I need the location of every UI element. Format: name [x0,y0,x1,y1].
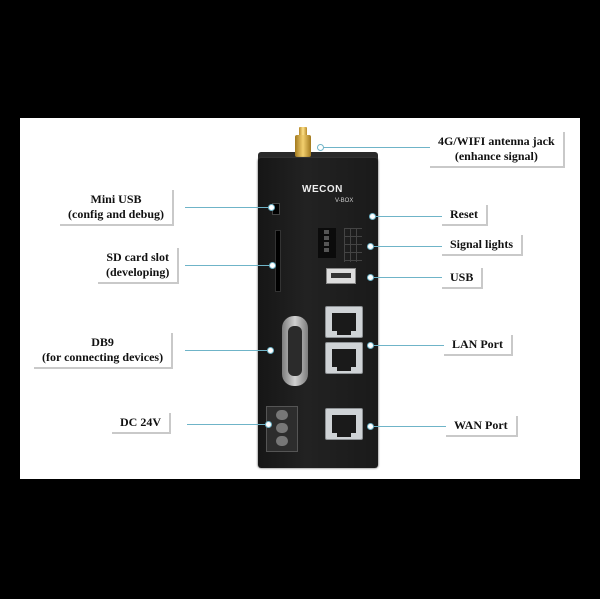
db9-line [185,350,270,351]
usb-line [370,277,442,278]
dc-label: DC 24V [112,413,171,434]
signal-lights-grid [344,228,362,262]
mini-usb-label-line2: (config and debug) [68,207,165,221]
dc-dot [265,421,272,428]
signal-line [370,246,442,247]
power-terminal [266,406,298,452]
usb-label: USB [442,268,484,289]
antenna-label: 4G/WIFI antenna jack (enhance signal) [430,132,565,168]
lan-line [370,345,444,346]
lan-port-2 [325,342,363,374]
sd-line [185,265,272,266]
antenna-dot [317,144,324,151]
mini-usb-line [185,207,271,208]
sd-card-label-line2: (developing) [106,265,170,279]
wan-dot [367,423,374,430]
lan-port-label: LAN Port [444,335,513,356]
sd-card-slot [275,230,281,292]
reset-line [372,216,442,217]
reset-label: Reset [442,205,488,226]
wan-port-label: WAN Port [446,416,518,437]
antenna-tip [299,127,307,137]
usb-dot [367,274,374,281]
db9-label-line2: (for connecting devices) [42,350,164,364]
db9-label: DB9 (for connecting devices) [34,333,174,369]
antenna-label-line1: 4G/WIFI antenna jack [438,134,555,148]
db9-label-line1: DB9 [91,335,114,349]
reset-dot [369,213,376,220]
dc-line [187,424,267,425]
antenna-line [320,147,430,148]
sd-card-label-line1: SD card slot [106,250,169,264]
db9-dot [267,347,274,354]
antenna-label-line2: (enhance signal) [454,149,538,163]
lan-port-1 [325,306,363,338]
mini-usb-label-line1: Mini USB [90,192,142,206]
usb-port [326,268,356,284]
device-top [258,152,378,162]
model-label: V-BOX [335,198,354,204]
led-indicators [318,228,336,258]
sd-card-label: SD card slot (developing) [98,248,180,284]
brand-logo: WECON [302,184,343,195]
antenna-jack [295,135,311,157]
mini-usb-label: Mini USB (config and debug) [60,190,175,226]
mini-usb-dot [268,204,275,211]
sd-dot [269,262,276,269]
signal-dot [367,243,374,250]
signal-lights-label: Signal lights [442,235,524,256]
lan-dot [367,342,374,349]
wan-port [325,408,363,440]
wan-line [370,426,446,427]
db9-connector [282,316,308,386]
